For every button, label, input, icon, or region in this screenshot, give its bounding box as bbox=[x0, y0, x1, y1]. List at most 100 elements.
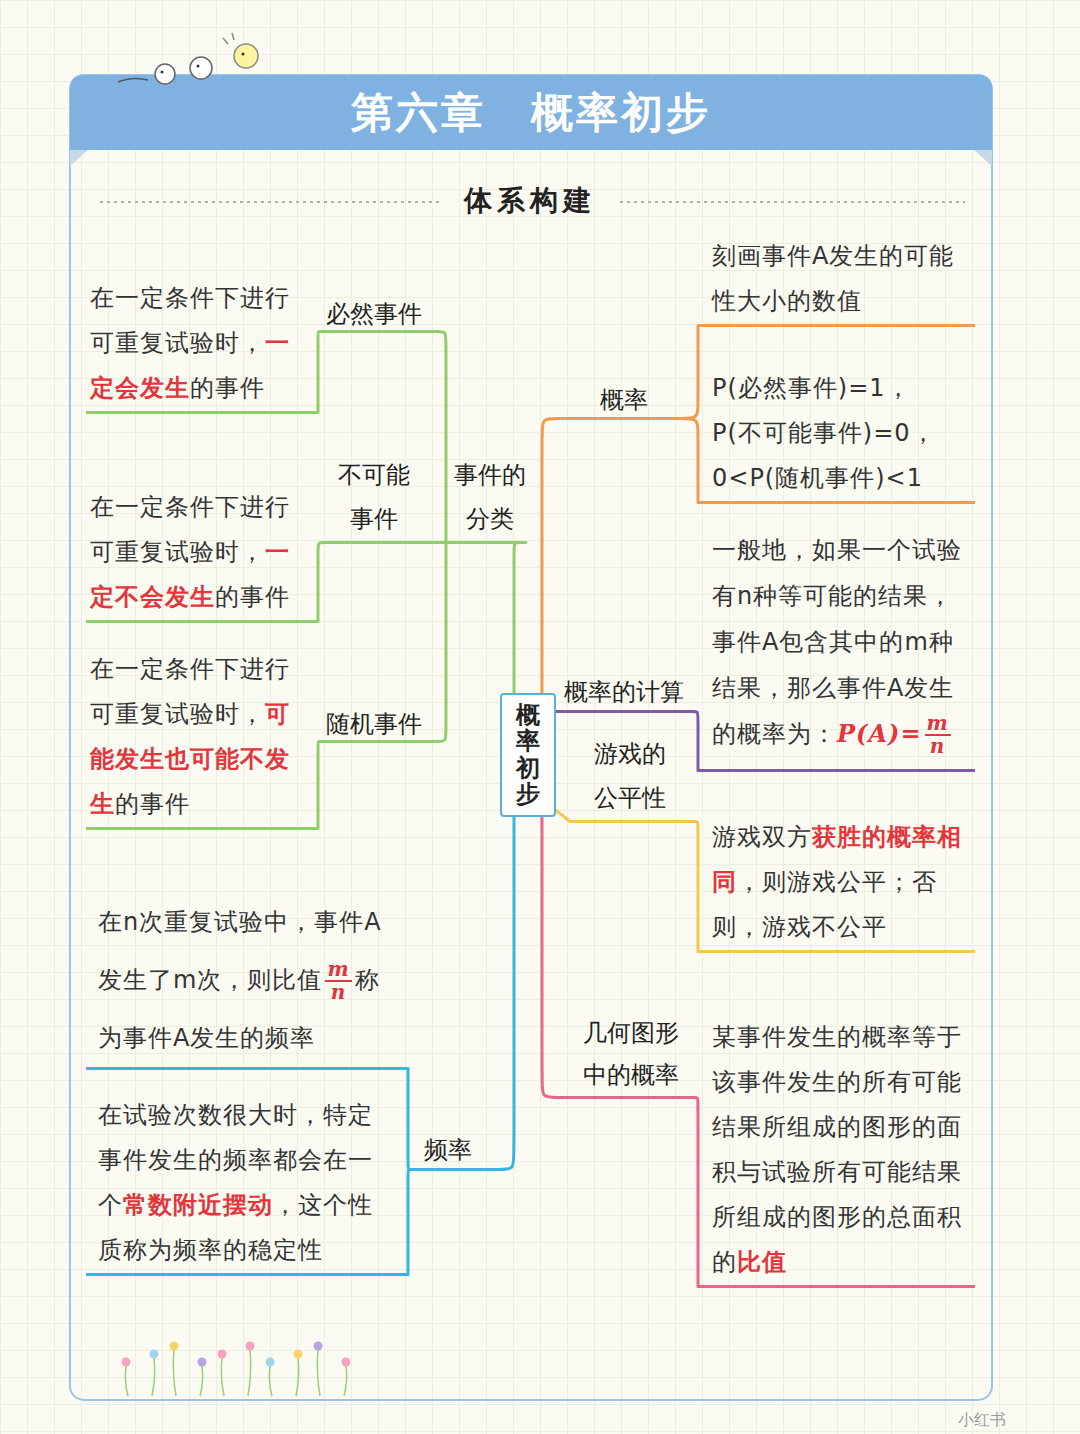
connector bbox=[656, 326, 698, 419]
chapter-title: 第六章 概率初步 bbox=[70, 75, 992, 150]
connector bbox=[556, 810, 570, 821]
body-text: 游戏双方 bbox=[712, 823, 812, 851]
description-block: 游戏双方获胜的概率相同，则游戏公平；否则，游戏不公平 bbox=[698, 815, 975, 953]
branch-topic: 概率的计算 bbox=[560, 674, 688, 713]
chick-motion bbox=[223, 33, 234, 44]
branch-label: 不可能事件 bbox=[338, 453, 410, 541]
fraction: mn bbox=[325, 959, 351, 1003]
description-block: P(必然事件)=1，P(不可能事件)=0，0<P(随机事件)<1 bbox=[698, 366, 975, 504]
connector bbox=[428, 543, 446, 742]
branch-topic: 游戏的公平性 bbox=[570, 732, 690, 823]
body-text: 的事件 bbox=[190, 374, 265, 402]
description-block: 在一定条件下进行可重复试验时，可能发生也可能不发生的事件 bbox=[86, 647, 318, 830]
header-band bbox=[70, 75, 992, 150]
fraction-denominator: n bbox=[325, 982, 351, 1003]
flower-head bbox=[218, 1350, 227, 1359]
chick bbox=[190, 57, 212, 79]
description-block: 在n次重复试验中，事件A发生了m次，则比值mn称为事件A发生的频率 bbox=[86, 893, 408, 1070]
branch-topic: 事件的分类 bbox=[446, 453, 526, 544]
formula-line: P(必然事件)=1， bbox=[712, 366, 969, 411]
paragraph: 在n次重复试验中，事件A发生了m次，则比值mn称为事件A发生的频率 bbox=[98, 893, 396, 1067]
branch-label: 概率的计算 bbox=[564, 674, 684, 710]
branch-label: 必然事件 bbox=[326, 298, 422, 330]
paragraph: 在一定条件下进行可重复试验时，可能发生也可能不发生的事件 bbox=[90, 647, 310, 827]
connector bbox=[542, 817, 572, 1098]
dashed-rule bbox=[100, 201, 440, 203]
connector bbox=[428, 332, 446, 543]
chick-ground bbox=[118, 78, 148, 82]
fraction: mn bbox=[925, 713, 951, 757]
connector bbox=[690, 822, 698, 952]
fraction-denominator: n bbox=[925, 736, 951, 757]
flower-head bbox=[198, 1358, 207, 1367]
branch-topic: 必然事件 bbox=[322, 298, 428, 333]
chick bbox=[155, 64, 175, 84]
flower-stem bbox=[344, 1366, 347, 1396]
flower-stem bbox=[152, 1358, 155, 1396]
formula-line: P(不可能事件)=0， bbox=[712, 411, 969, 456]
description-block: 在一定条件下进行可重复试验时，一定不会发生的事件 bbox=[86, 485, 318, 623]
watermark: 小红书 bbox=[958, 1410, 1018, 1431]
highlight-text: 常数附近摆动 bbox=[123, 1191, 273, 1219]
flower-head bbox=[266, 1358, 275, 1367]
chick bbox=[234, 44, 258, 68]
connector bbox=[318, 543, 330, 622]
central-topic: 概率初步 bbox=[500, 693, 556, 817]
chick-eye bbox=[161, 71, 164, 74]
chick-eye bbox=[197, 65, 200, 68]
body-text: 在一定条件下进行可重复试验时， bbox=[90, 493, 290, 566]
paragraph: 游戏双方获胜的概率相同，则游戏公平；否则，游戏不公平 bbox=[712, 815, 969, 950]
paragraph: 在一定条件下进行可重复试验时，一定不会发生的事件 bbox=[90, 485, 310, 620]
connector bbox=[514, 543, 526, 694]
flower-head bbox=[150, 1350, 159, 1359]
flower-head bbox=[170, 1342, 179, 1351]
connector bbox=[318, 742, 322, 829]
chick-eye bbox=[242, 53, 245, 56]
section-heading: 体系构建 bbox=[430, 182, 630, 220]
dashed-rule bbox=[620, 201, 965, 203]
flower-stem bbox=[317, 1350, 320, 1396]
branch-topic: 随机事件 bbox=[322, 708, 428, 743]
paragraph: 在试验次数很大时，特定事件发生的频率都会在一个常数附近摆动，这个性质称为频率的稳… bbox=[98, 1093, 396, 1273]
branch-topic: 几何图形中的概率 bbox=[572, 1012, 690, 1099]
branch-topic: 不可能事件 bbox=[330, 453, 418, 544]
paragraph: 某事件发生的概率等于该事件发生的所有可能结果所组成的图形的面积与试验所有可能结果… bbox=[712, 1015, 969, 1285]
description-block: 刻画事件A发生的可能性大小的数值 bbox=[698, 234, 975, 327]
description-block: 某事件发生的概率等于该事件发生的所有可能结果所组成的图形的面积与试验所有可能结果… bbox=[698, 1015, 975, 1288]
body-text: ，则游戏公平；否则，游戏不公平 bbox=[712, 868, 937, 941]
body-text: 某事件发生的概率等于该事件发生的所有可能结果所组成的图形的面积与试验所有可能结果… bbox=[712, 1023, 962, 1276]
formula-text: P(A)= bbox=[837, 719, 922, 748]
body-text: 的事件 bbox=[115, 790, 190, 818]
description-block: 在试验次数很大时，特定事件发生的频率都会在一个常数附近摆动，这个性质称为频率的稳… bbox=[86, 1093, 408, 1276]
flower-stem bbox=[173, 1350, 176, 1396]
paragraph: 在一定条件下进行可重复试验时，一定会发生的事件 bbox=[90, 276, 310, 411]
connector bbox=[690, 1098, 698, 1287]
paragraph: 一般地，如果一个试验有n种等可能的结果，事件A包含其中的m种结果，那么事件A发生… bbox=[712, 527, 969, 757]
connector bbox=[688, 712, 698, 771]
flower-stem bbox=[269, 1366, 272, 1396]
connector bbox=[408, 1069, 416, 1170]
branch-label: 事件的分类 bbox=[454, 453, 526, 541]
body-text: 在一定条件下进行可重复试验时， bbox=[90, 655, 290, 728]
center-label: 概率初步 bbox=[516, 702, 540, 808]
branch-topic: 频率 bbox=[416, 1132, 480, 1171]
flower-stem bbox=[221, 1358, 224, 1396]
connector bbox=[418, 541, 446, 544]
flower-head bbox=[122, 1358, 131, 1367]
flower-head bbox=[314, 1342, 323, 1351]
connector bbox=[656, 419, 698, 503]
connector bbox=[542, 419, 592, 694]
flower-head bbox=[294, 1350, 303, 1359]
formula-line: 0<P(随机事件)<1 bbox=[712, 456, 969, 501]
branch-label: 随机事件 bbox=[326, 708, 422, 740]
connector bbox=[318, 332, 322, 413]
fraction-numerator: m bbox=[925, 713, 951, 736]
card-frame bbox=[70, 75, 992, 1400]
body-text: 在一定条件下进行可重复试验时， bbox=[90, 284, 290, 357]
flower-stem bbox=[248, 1350, 251, 1396]
branch-label: 频率 bbox=[424, 1132, 472, 1168]
flower-stem bbox=[296, 1358, 299, 1396]
connector bbox=[408, 1170, 416, 1275]
paragraph: P(必然事件)=1，P(不可能事件)=0，0<P(随机事件)<1 bbox=[712, 366, 969, 501]
flower-stem bbox=[200, 1366, 203, 1396]
